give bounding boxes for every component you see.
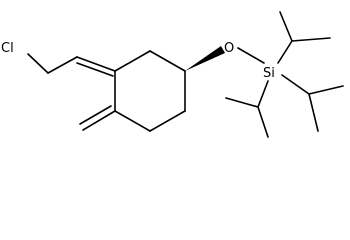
bond-ch2-ch — [47, 56, 78, 74]
ring-bond-4 — [149, 110, 186, 132]
bond-ipr3-me1 — [225, 97, 259, 108]
ring-bond-1 — [114, 50, 151, 72]
methylene-double-bond-a — [82, 110, 116, 131]
silicon-atom-label: Si — [263, 66, 275, 81]
methylene-double-bond-b — [79, 105, 112, 125]
chlorine-atom-label: Cl — [1, 41, 14, 56]
bond-ipr2-me1 — [308, 85, 344, 95]
double-bond-ch-ring-a — [76, 56, 116, 72]
bond-si-ipr3 — [257, 80, 269, 108]
bond-ipr1-me1 — [279, 11, 293, 42]
bond-o-si — [237, 47, 265, 64]
bond-si-ipr1 — [277, 40, 293, 64]
molecule-structure: Cl O Si — [1, 11, 344, 138]
ring-bond-5 — [114, 110, 151, 132]
bond-cl-ch2 — [27, 53, 49, 74]
bond-si-ipr2 — [281, 74, 310, 95]
stereo-wedge-bond — [185, 46, 225, 71]
bond-ipr1-me2 — [291, 37, 331, 42]
double-bond-ch-ring-b — [76, 62, 114, 77]
bond-ipr2-me2 — [308, 93, 319, 132]
bond-ipr3-me2 — [257, 106, 269, 138]
oxygen-atom-label: O — [224, 41, 234, 56]
ring-bond-2 — [149, 50, 186, 72]
